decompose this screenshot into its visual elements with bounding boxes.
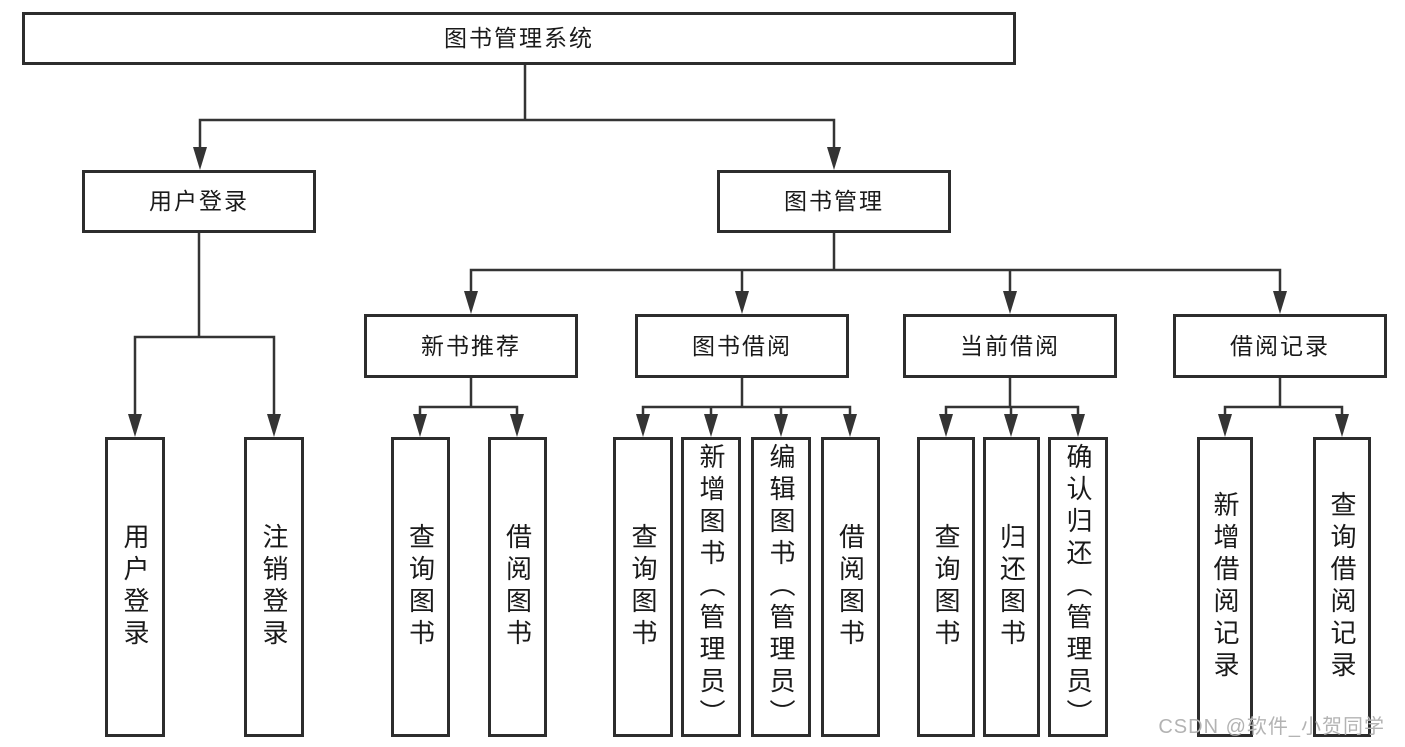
leaf-label: 查询借阅记录 — [1327, 491, 1357, 683]
leaf-label: 借阅图书 — [835, 523, 866, 651]
leaf-recommend-query-book: 查询图书 — [391, 437, 450, 737]
arrow-down-icon — [1335, 414, 1349, 437]
leaf-label: 归还图书 — [996, 523, 1027, 651]
node-new-book-recommend-label: 新书推荐 — [421, 332, 521, 359]
leaf-label: 注销登录 — [259, 523, 289, 651]
leaf-user-login: 用户登录 — [105, 437, 165, 737]
connector-borrow-records — [1223, 376, 1344, 419]
leaf-label: 新增借阅记录 — [1210, 491, 1240, 683]
node-book-management-label: 图书管理 — [784, 188, 884, 214]
arrow-down-icon — [774, 414, 788, 437]
arrow-down-icon — [1004, 414, 1018, 437]
node-book-borrow: 图书借阅 — [635, 314, 849, 378]
leaf-current-return-book: 归还图书 — [983, 437, 1040, 737]
arrowhead-icons — [128, 147, 1349, 437]
leaf-label: 用户登录 — [120, 523, 150, 651]
node-borrow-records-label: 借阅记录 — [1230, 332, 1330, 359]
arrow-down-icon — [193, 147, 207, 170]
node-borrow-records: 借阅记录 — [1173, 314, 1387, 378]
arrow-down-icon — [510, 414, 524, 437]
node-book-management: 图书管理 — [717, 170, 951, 233]
leaf-recommend-borrow-book: 借阅图书 — [488, 437, 547, 737]
leaf-borrow-borrow-book: 借阅图书 — [821, 437, 880, 737]
leaf-label: 编辑图书（管理员） — [766, 443, 796, 731]
connector-book-management — [469, 231, 1282, 295]
arrow-down-icon — [735, 291, 749, 314]
node-book-borrow-label: 图书借阅 — [692, 332, 792, 359]
leaf-logout: 注销登录 — [244, 437, 304, 737]
node-root: 图书管理系统 — [22, 12, 1016, 65]
watermark: CSDN @软件_小贺同学 — [1158, 716, 1385, 738]
arrow-down-icon — [704, 414, 718, 437]
connector-user-login — [133, 231, 276, 418]
leaf-current-confirm-return-admin: 确认归还（管理员） — [1048, 437, 1108, 737]
arrow-down-icon — [939, 414, 953, 437]
node-user-login: 用户登录 — [82, 170, 316, 233]
leaf-borrow-edit-book-admin: 编辑图书（管理员） — [751, 437, 811, 737]
leaf-label: 新增图书（管理员） — [696, 443, 726, 731]
node-current-borrow-label: 当前借阅 — [960, 332, 1060, 359]
arrow-down-icon — [843, 414, 857, 437]
leaf-records-query-record: 查询借阅记录 — [1313, 437, 1371, 737]
connector-book-borrow — [641, 376, 852, 419]
arrow-down-icon — [267, 414, 281, 437]
leaf-records-add-record: 新增借阅记录 — [1197, 437, 1253, 737]
node-root-label: 图书管理系统 — [444, 25, 594, 51]
leaf-borrow-add-book-admin: 新增图书（管理员） — [681, 437, 741, 737]
leaf-label: 查询图书 — [405, 523, 436, 651]
connector-current-borrow — [944, 376, 1080, 419]
arrow-down-icon — [1218, 414, 1232, 437]
arrow-down-icon — [827, 147, 841, 170]
leaf-label: 查询图书 — [628, 523, 658, 651]
leaf-label: 借阅图书 — [502, 523, 533, 651]
leaf-label: 确认归还（管理员） — [1063, 443, 1093, 731]
connector-new-book-recommend — [418, 376, 519, 419]
leaf-label: 查询图书 — [931, 523, 961, 651]
arrow-down-icon — [464, 291, 478, 314]
node-new-book-recommend: 新书推荐 — [364, 314, 578, 378]
connector-root — [198, 63, 836, 152]
arrow-down-icon — [1003, 291, 1017, 314]
arrow-down-icon — [636, 414, 650, 437]
leaf-borrow-query-book: 查询图书 — [613, 437, 673, 737]
leaf-current-query-book: 查询图书 — [917, 437, 975, 737]
arrow-down-icon — [128, 414, 142, 437]
node-current-borrow: 当前借阅 — [903, 314, 1117, 378]
arrow-down-icon — [1071, 414, 1085, 437]
arrow-down-icon — [1273, 291, 1287, 314]
node-user-login-label: 用户登录 — [149, 188, 249, 214]
arrow-down-icon — [413, 414, 427, 437]
